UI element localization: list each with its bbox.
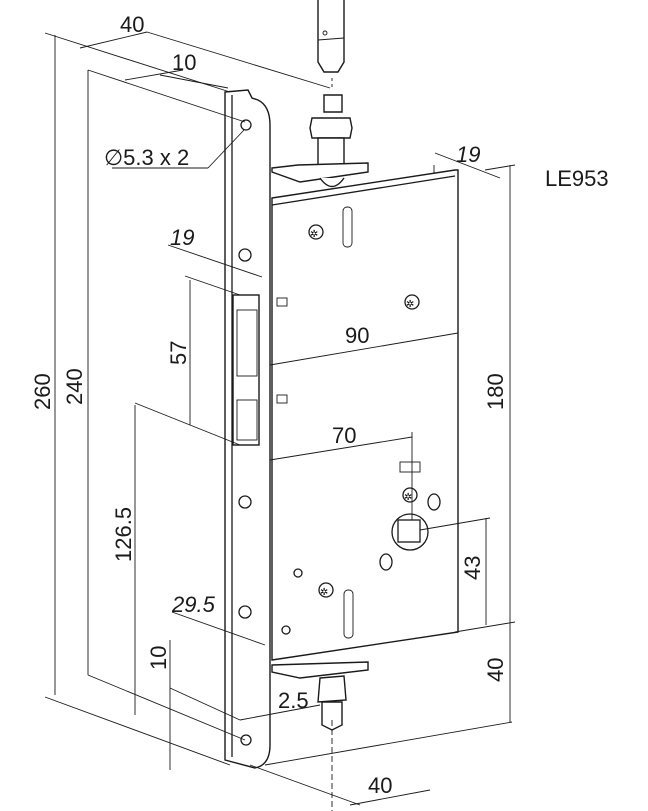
dim-edge-offset: 29.5 — [171, 592, 216, 617]
dim-bottom-extension: 40 — [483, 658, 508, 682]
faceplate — [224, 89, 271, 769]
hole-callout: ∅5.3 x 2 — [104, 145, 189, 170]
dim-latch-height: 57 — [166, 341, 191, 365]
dim-case-height: 180 — [483, 373, 508, 410]
screw-icon: ✲ — [402, 487, 418, 503]
dim-plate-thickness: 2.5 — [278, 688, 309, 713]
dim-bottom-hole-offset: 10 — [146, 646, 171, 670]
dimension-lines — [44, 31, 516, 811]
dim-backset-90: 90 — [345, 323, 369, 348]
top-mounting-plate — [271, 162, 369, 183]
screw-icon: ✲ — [308, 224, 324, 240]
bottom-mounting-plate — [271, 661, 369, 679]
mounting-hole-icon — [240, 734, 252, 746]
dim-backset-70: 70 — [332, 423, 356, 448]
screw-icon: ✲ — [404, 294, 420, 310]
dim-follower-height: 126.5 — [111, 507, 136, 562]
svg-text:✲: ✲ — [320, 587, 328, 598]
dim-240: 240 — [62, 368, 87, 405]
dim-case-depth: 19 — [456, 142, 480, 167]
screw-icon — [238, 605, 252, 619]
bottom-rod — [321, 701, 343, 731]
mounting-hole-icon — [240, 119, 252, 131]
svg-text:✲: ✲ — [404, 492, 412, 503]
screw-icon: ✲ — [318, 582, 334, 598]
dim-260: 260 — [30, 373, 55, 410]
lock-case: ✲ ✲ ✲ ✲ — [271, 165, 459, 661]
dim-spindle-to-bottom: 43 — [460, 556, 485, 580]
dim-faceplate-width: 40 — [120, 12, 144, 37]
model-label: LE953 — [545, 166, 609, 191]
screw-icon — [238, 248, 252, 262]
screw-icon — [238, 495, 252, 509]
svg-text:✲: ✲ — [406, 299, 414, 310]
dim-rod-offset: 40 — [368, 773, 392, 798]
follower-square — [391, 513, 429, 551]
dim-faceplate-thickness: 10 — [172, 50, 196, 75]
top-rod — [309, 0, 353, 169]
dim-latch-offset: 19 — [170, 225, 194, 250]
svg-text:✲: ✲ — [310, 229, 318, 240]
